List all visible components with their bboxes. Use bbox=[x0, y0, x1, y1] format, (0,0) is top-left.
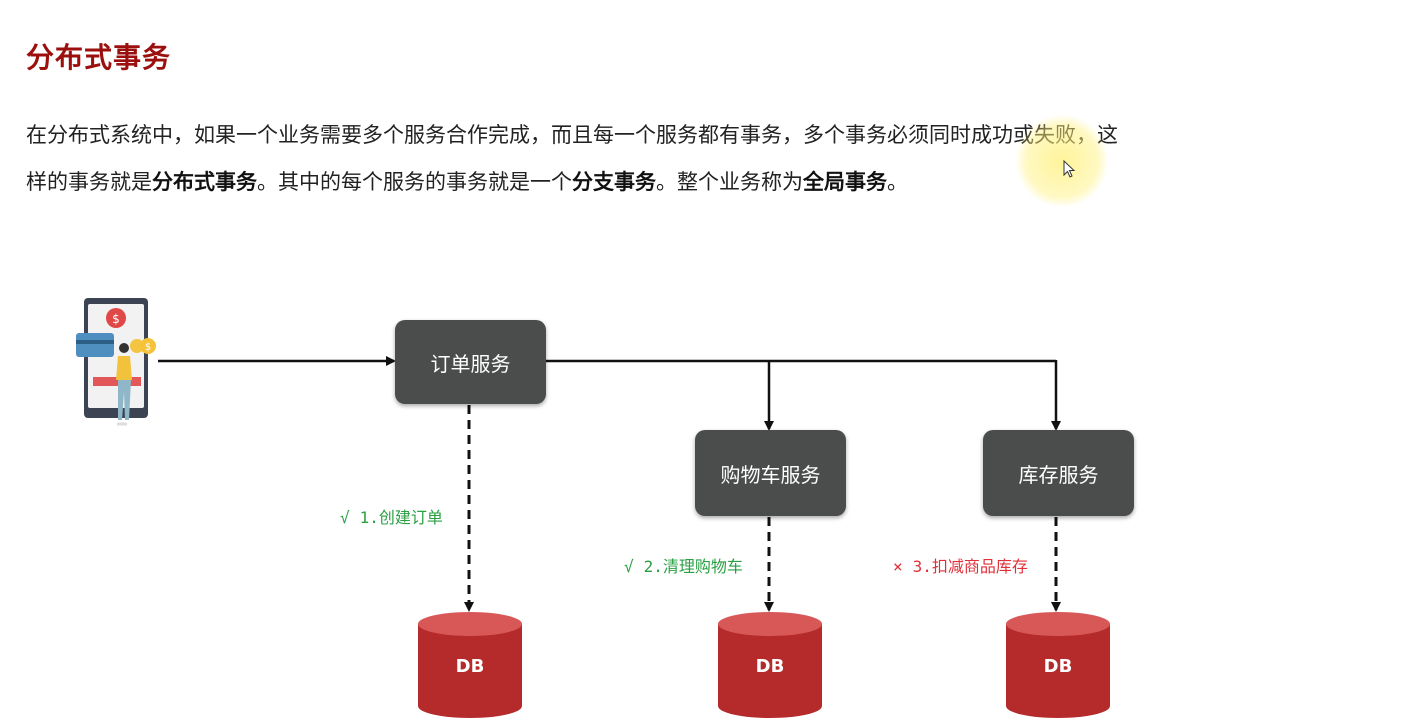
paragraph-text: 。其中的每个服务的事务就是一个 bbox=[257, 170, 572, 194]
cart-service-node: 购物车服务 bbox=[695, 430, 846, 516]
cursor-highlight bbox=[1016, 115, 1108, 207]
svg-text:$: $ bbox=[145, 342, 151, 353]
call-arrows bbox=[158, 356, 1061, 431]
paragraph-line1: 在分布式系统中，如果一个业务需要多个服务合作完成，而且每一个服务都有事务，多个事… bbox=[26, 123, 1118, 147]
db-cylinder-cart bbox=[718, 612, 822, 718]
term-branch-transaction: 分支事务 bbox=[572, 170, 656, 194]
db-cylinder-stock bbox=[1006, 612, 1110, 718]
user-phone-illustration: $ $ bbox=[76, 298, 156, 426]
paragraph-text: 样的事务就是 bbox=[26, 170, 152, 194]
stock-service-node: 库存服务 bbox=[983, 430, 1134, 516]
db-label-cart: DB bbox=[755, 656, 785, 677]
db-write-arrows bbox=[464, 405, 1061, 612]
cart-service-label: 购物车服务 bbox=[720, 462, 821, 487]
term-distributed-transaction: 分布式事务 bbox=[152, 170, 257, 194]
check-icon: √ bbox=[340, 508, 350, 527]
step-label: 3.扣减商品库存 bbox=[912, 557, 1028, 576]
mouse-cursor-icon bbox=[1063, 160, 1076, 178]
paragraph-text: 。整个业务称为 bbox=[656, 170, 803, 194]
step-clear-cart: √ 2.清理购物车 bbox=[624, 553, 743, 577]
svg-text:$: $ bbox=[112, 312, 120, 326]
step-create-order: √ 1.创建订单 bbox=[340, 504, 443, 528]
paragraph-text: 。 bbox=[887, 170, 908, 194]
page-title: 分布式事务 bbox=[26, 41, 172, 74]
step-deduct-stock: × 3.扣减商品库存 bbox=[893, 553, 1028, 577]
db-cylinder-order bbox=[418, 612, 522, 718]
term-global-transaction: 全局事务 bbox=[803, 170, 887, 194]
step-label: 1.创建订单 bbox=[359, 508, 443, 527]
order-service-node: 订单服务 bbox=[395, 320, 546, 404]
db-label-order: DB bbox=[455, 656, 485, 677]
cross-icon: × bbox=[893, 557, 903, 576]
check-icon: √ bbox=[624, 557, 634, 576]
order-service-label: 订单服务 bbox=[430, 351, 511, 376]
step-label: 2.清理购物车 bbox=[643, 557, 743, 576]
description-paragraph: 在分布式系统中，如果一个业务需要多个服务合作完成，而且每一个服务都有事务，多个事… bbox=[26, 112, 1366, 206]
stock-service-label: 库存服务 bbox=[1018, 462, 1099, 487]
db-label-stock: DB bbox=[1043, 656, 1073, 677]
